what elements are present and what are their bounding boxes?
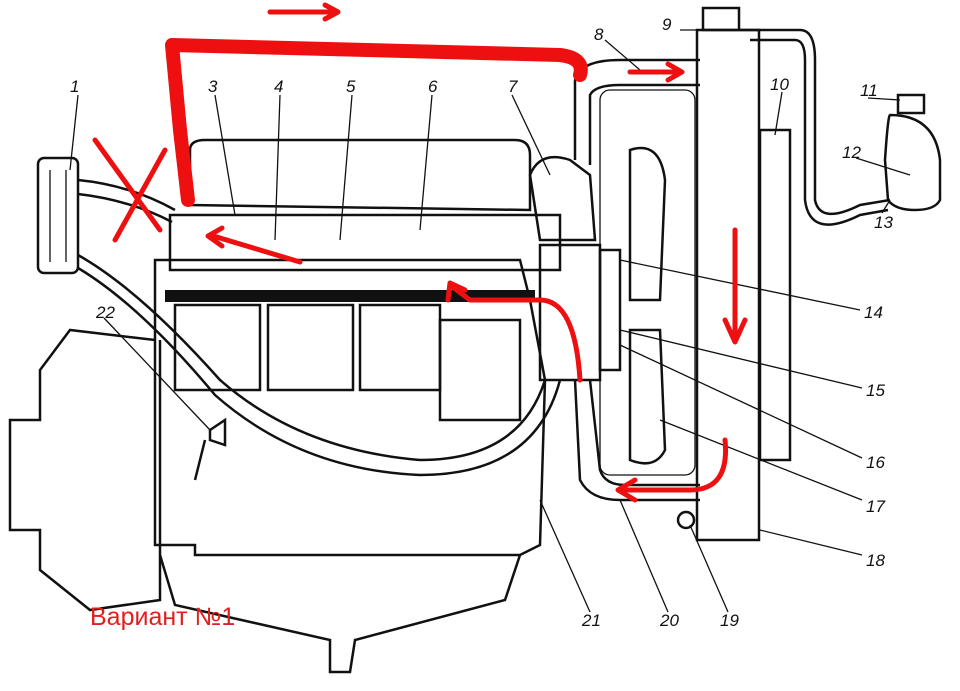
label-7: 7: [508, 77, 518, 96]
radiator: [695, 28, 761, 542]
label-9: 9: [662, 15, 672, 34]
water-pump: [538, 243, 602, 382]
cylinder-head-water-jacket: [168, 213, 562, 272]
gearbox: [8, 328, 162, 612]
label-21: 21: [581, 611, 601, 630]
label-1: 1: [70, 77, 79, 96]
head-gasket: [165, 290, 535, 302]
label-18: 18: [866, 551, 885, 570]
temperature-sensor: [193, 417, 227, 481]
label-8: 8: [594, 25, 604, 44]
label-13: 13: [874, 213, 893, 232]
label-20: 20: [659, 611, 679, 630]
engine-block: [153, 258, 547, 557]
oil-pan: [158, 554, 522, 674]
drain-cock: [676, 510, 696, 530]
variant-caption: Вариант №1: [90, 603, 235, 631]
label-10: 10: [770, 75, 789, 94]
label-11: 11: [860, 81, 878, 100]
heater-core: [36, 156, 80, 275]
label-6: 6: [428, 77, 438, 96]
leader-lines: [69, 29, 911, 613]
expansion-tank: [883, 113, 942, 212]
label-5: 5: [346, 77, 356, 96]
radiator-cap: [701, 6, 741, 32]
heater-hose-lower: [77, 253, 562, 477]
label-3: 3: [208, 77, 218, 96]
label-19: 19: [720, 611, 739, 630]
upper-radiator-hose: [573, 58, 700, 165]
label-14: 14: [864, 303, 883, 322]
label-17: 17: [866, 497, 885, 516]
label-22: 22: [95, 303, 115, 322]
cylinders: [173, 303, 522, 422]
valve-cover: [188, 138, 532, 212]
label-12: 12: [842, 143, 861, 162]
label-4: 4: [274, 77, 283, 96]
red-flow-annotations: [92, 2, 748, 503]
thermostat-housing: [528, 155, 597, 242]
label-16: 16: [866, 453, 885, 472]
lower-radiator-hose: [573, 379, 700, 502]
expansion-tank-cap: [896, 93, 926, 115]
label-15: 15: [866, 381, 885, 400]
fan: [598, 89, 696, 476]
overflow-hose: [740, 28, 891, 226]
